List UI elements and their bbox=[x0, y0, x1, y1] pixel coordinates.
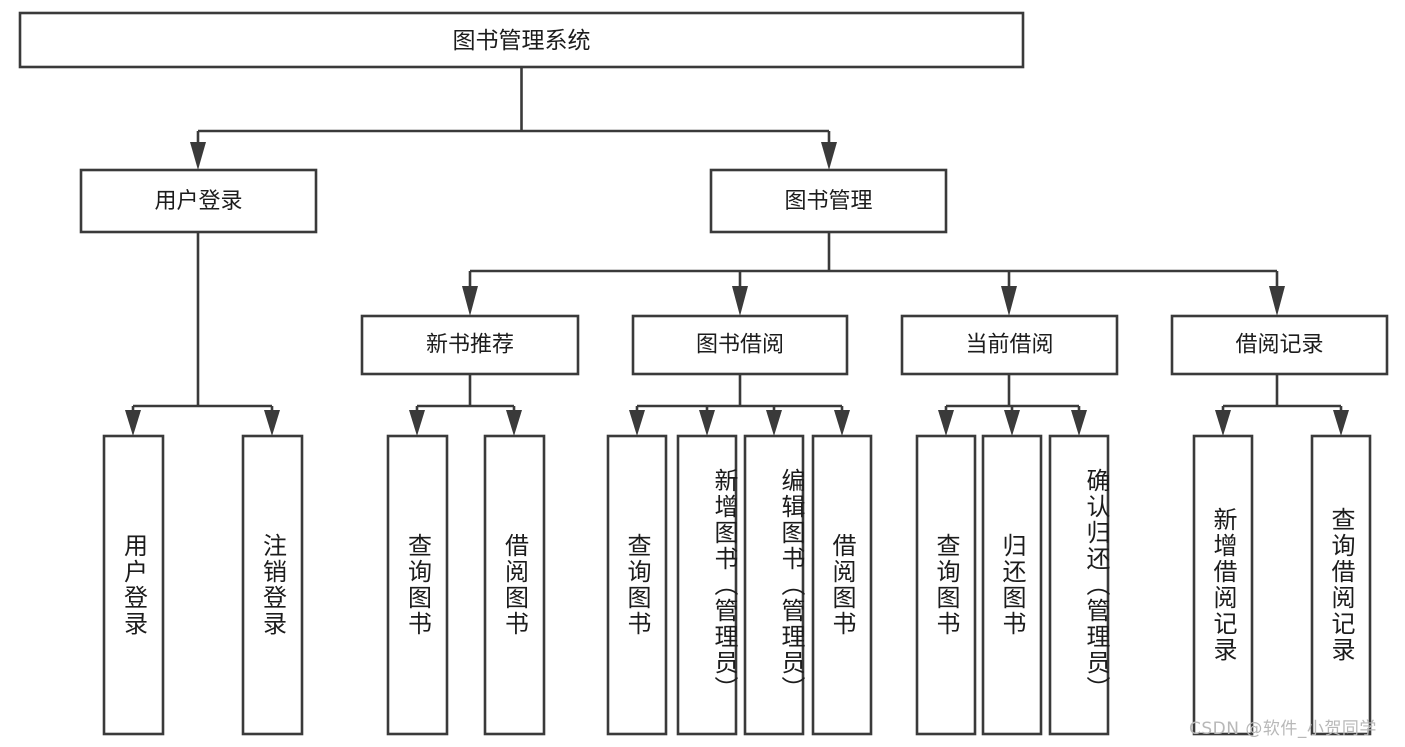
node-new-book-recommend-box[interactable] bbox=[360, 314, 580, 376]
watermark-text: CSDN @软件_小贺同学 bbox=[1189, 719, 1377, 739]
node-borrow-record[interactable]: 借阅记录 bbox=[1170, 314, 1389, 376]
connectors-bookmanage-to-level3 bbox=[462, 232, 1285, 316]
connectors-bookborrow-to-leaves bbox=[629, 374, 850, 436]
node-user-login-label: 用户登录 bbox=[154, 189, 242, 214]
leaf-user-login-box[interactable] bbox=[102, 434, 165, 736]
node-borrow-record-box[interactable] bbox=[1170, 314, 1389, 376]
node-book-manage-label: 图书管理 bbox=[784, 189, 872, 214]
connectors-userlogin-to-leaves bbox=[125, 232, 280, 436]
leaf-query-record-box[interactable] bbox=[1310, 434, 1372, 736]
leaf-user-logout-box[interactable] bbox=[241, 434, 304, 736]
leaf-borrow-book-1-box[interactable] bbox=[483, 434, 546, 736]
leaf-query-book-1-box[interactable] bbox=[386, 434, 449, 736]
node-new-book-recommend-label: 新书推荐 bbox=[426, 333, 514, 358]
connectors-newbook-to-leaves bbox=[409, 374, 522, 436]
node-book-manage[interactable]: 图书管理 bbox=[709, 168, 948, 234]
leaf-borrow-book-2-box[interactable] bbox=[811, 434, 873, 736]
leaf-boxes bbox=[102, 434, 1372, 736]
leaf-query-book-3-box[interactable] bbox=[915, 434, 977, 736]
node-book-borrow[interactable]: 图书借阅 bbox=[631, 314, 849, 376]
leaf-return-book-box[interactable] bbox=[981, 434, 1043, 736]
node-book-borrow-box[interactable] bbox=[631, 314, 849, 376]
node-book-borrow-label: 图书借阅 bbox=[696, 333, 784, 358]
node-current-borrow-box[interactable] bbox=[900, 314, 1119, 376]
leaf-add-record-box[interactable] bbox=[1192, 434, 1254, 736]
node-current-borrow[interactable]: 当前借阅 bbox=[900, 314, 1119, 376]
connectors-borrowrecord-to-leaves bbox=[1215, 374, 1349, 436]
connectors-root-to-level2 bbox=[190, 67, 837, 170]
leaf-confirm-return-box[interactable] bbox=[1048, 434, 1110, 736]
node-book-manage-box[interactable] bbox=[709, 168, 948, 234]
node-root-label: 图书管理系统 bbox=[453, 28, 591, 54]
connectors-currentborrow-to-leaves bbox=[938, 374, 1087, 436]
node-new-book-recommend[interactable]: 新书推荐 bbox=[360, 314, 580, 376]
node-user-login[interactable]: 用户登录 bbox=[79, 168, 318, 234]
node-root-box[interactable] bbox=[18, 11, 1025, 69]
node-root[interactable]: 图书管理系统 bbox=[18, 11, 1025, 69]
node-current-borrow-label: 当前借阅 bbox=[965, 333, 1053, 358]
leaf-add-book-box[interactable] bbox=[676, 434, 738, 736]
leaf-query-book-2-box[interactable] bbox=[606, 434, 668, 736]
node-borrow-record-label: 借阅记录 bbox=[1235, 333, 1323, 358]
node-user-login-box[interactable] bbox=[79, 168, 318, 234]
leaf-edit-book-box[interactable] bbox=[743, 434, 805, 736]
